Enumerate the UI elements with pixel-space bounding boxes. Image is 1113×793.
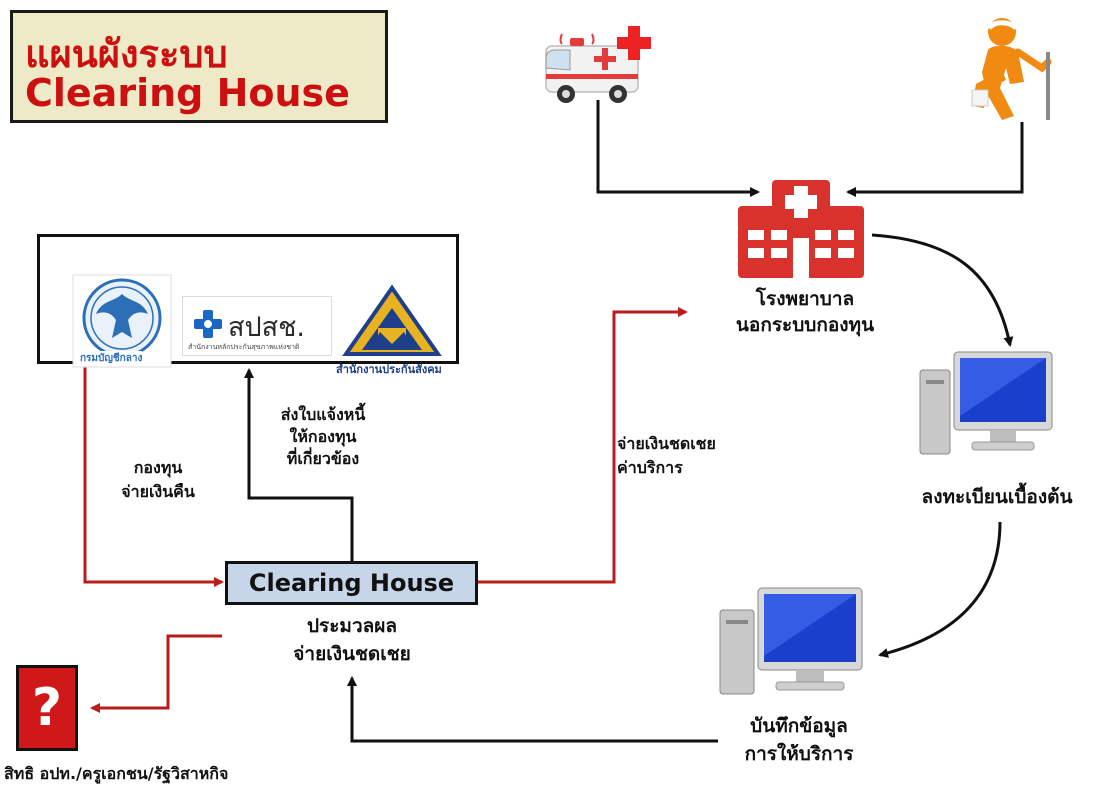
arrow-hospital-to-register xyxy=(871,233,1014,347)
arrow-patient-to-hospital xyxy=(846,122,1024,197)
hospital-building-icon xyxy=(738,178,864,278)
sso-caption: สำนักงานประกันสังคม xyxy=(336,363,442,376)
arrow-process-to-rights xyxy=(90,634,222,713)
desktop-computer-icon xyxy=(716,580,866,710)
process-label: ประมวลผล จ่ายเงินชดเชย xyxy=(293,615,411,665)
fund-refund-label: กองทุน จ่ายเงินคืน xyxy=(121,458,195,501)
title-line-thai: แผนผังระบบ xyxy=(25,32,228,76)
unknown-rights-box: ? xyxy=(16,665,78,751)
arrow-clearing-to-hospital xyxy=(478,307,688,584)
title-box: แผนผังระบบ Clearing House xyxy=(10,10,388,123)
ambulance-icon xyxy=(540,18,662,104)
comptroller-logo: กรมบัญชีกลาง xyxy=(72,274,172,368)
comptroller-caption: กรมบัญชีกลาง xyxy=(80,351,143,366)
arrow-clearing-to-funds xyxy=(244,368,354,561)
nhso-cross-icon xyxy=(194,310,222,338)
title-line-english: Clearing House xyxy=(25,71,350,115)
nhso-caption: สำนักงานหลักประกันสุขภาพแห่งชาติ xyxy=(188,343,300,351)
record-label: บันทึกข้อมูล การให้บริการ xyxy=(744,715,854,765)
nhso-name: สปสช. xyxy=(228,312,306,343)
send-invoice-label: ส่งใบแจ้งหนี้ ให้กองทุน ที่เกี่ยวข้อง xyxy=(280,405,366,468)
hospital-label: โรงพยาบาล นอกระบบกองทุน xyxy=(735,288,875,336)
arrow-record-to-process xyxy=(347,676,718,743)
desktop-computer-icon xyxy=(916,346,1056,472)
arrow-register-to-record xyxy=(878,521,1002,658)
clearing-house-box: Clearing House xyxy=(225,561,478,605)
sso-logo: สำนักงานประกันสังคม xyxy=(334,282,450,378)
injured-person-icon xyxy=(962,12,1066,124)
nhso-logo: สปสช. สำนักงานหลักประกันสุขภาพแห่งชาติ xyxy=(182,296,332,356)
pay-compensation-label: จ่ายเงินชดเชย ค่าบริการ xyxy=(617,434,716,477)
arrow-ambulance-to-hospital xyxy=(596,100,760,197)
register-label: ลงทะเบียนเบื้องต้น xyxy=(921,486,1073,508)
rights-label: สิทธิ อปท./ครูเอกชน/รัฐวิสาหกิจ xyxy=(4,764,229,783)
arrow-funds-to-clearing xyxy=(83,364,224,587)
